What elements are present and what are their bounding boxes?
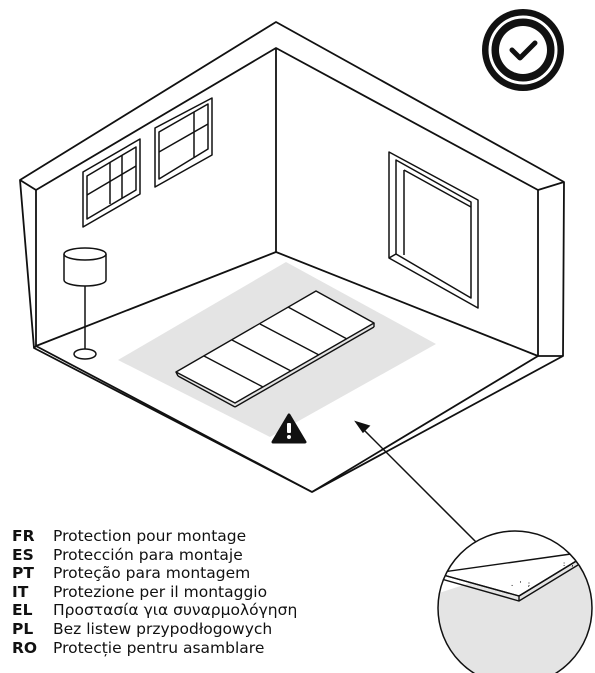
legend-row-el: EL Προστασία για συναρμολόγηση (12, 601, 342, 620)
detail-magnifier: . ' ; : ; (437, 530, 593, 673)
svg-text:: ;: : ; (562, 560, 575, 568)
legend-text: Proteção para montagem (53, 564, 251, 583)
legend-row-pt: PT Proteção para montagem (12, 564, 342, 583)
legend-row-it: IT Protezione per il montaggio (12, 583, 342, 602)
language-code: RO (12, 638, 38, 657)
legend-text: Bez listew przypodłogowych (53, 619, 273, 638)
language-legend: FR Protection pour montage ES Protección p… (12, 527, 342, 673)
floor-lamp (63, 247, 107, 360)
window (388, 151, 479, 309)
legend-text: Protección para montaje (53, 545, 243, 564)
language-code: FR (12, 527, 35, 545)
svg-text:. ' ;: . ' ; (510, 580, 531, 588)
callout-pointer (354, 420, 496, 562)
legend-row-ro: RO Protecție pentru asamblare (12, 639, 342, 658)
language-code: PL (12, 619, 34, 638)
picture-frames (82, 97, 213, 228)
legend-row-fr: FR Protection pour montage (12, 527, 342, 546)
legend-row-es: ES Protección para montaje (12, 546, 342, 565)
language-code: EL (12, 601, 33, 620)
legend-text: Προστασία για συναρμολόγηση (53, 601, 298, 620)
language-code: ES (12, 545, 34, 564)
language-code: IT (12, 582, 29, 601)
warning-triangle-icon (271, 413, 307, 444)
legend-text: Protecție pentru asamblare (53, 638, 265, 657)
checkmark-icon (509, 40, 538, 61)
language-code: PT (12, 564, 34, 583)
legend-text: Protezione per il montaggio (53, 582, 268, 601)
legend-text: Protection pour montage (53, 527, 247, 545)
status-badge (482, 9, 564, 91)
legend-row-pl: PL Bez listew przypodłogowych (12, 620, 342, 639)
panel-stack (175, 290, 375, 408)
